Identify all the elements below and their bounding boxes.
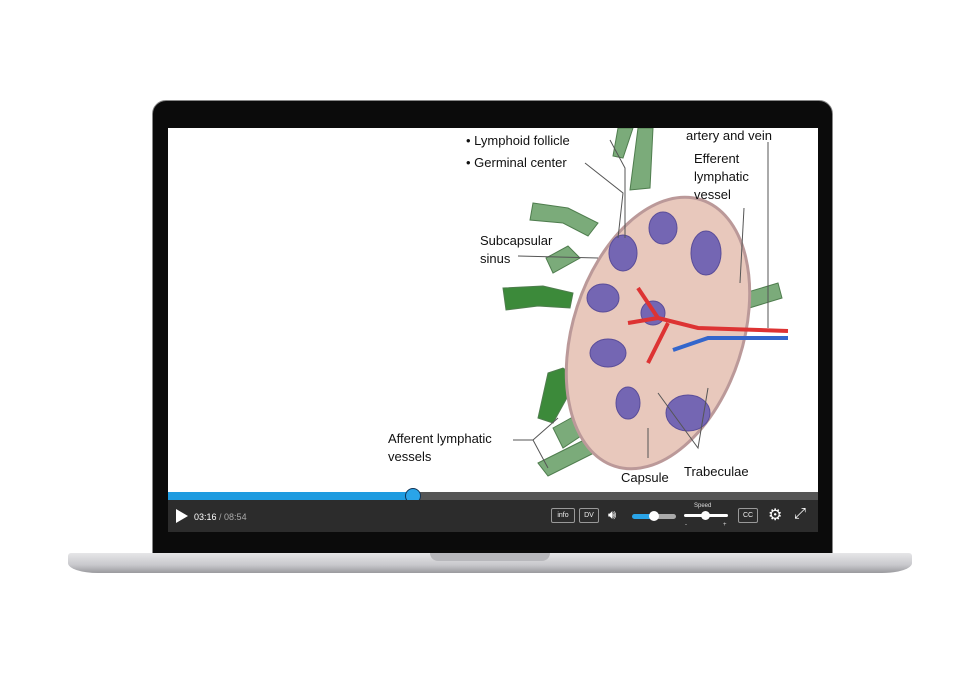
- label-subcapsular-1: Subcapsular: [480, 233, 553, 248]
- follicles: [586, 211, 722, 432]
- label-afferent-1: Afferent lymphatic: [388, 431, 492, 446]
- label-trabeculae: Trabeculae: [684, 464, 749, 479]
- speed-plus: +: [723, 522, 727, 528]
- gear-icon[interactable]: ⚙: [768, 507, 783, 524]
- speed-minus: -: [685, 522, 687, 528]
- seek-bar-played: [168, 492, 413, 500]
- label-efferent-3: vessel: [694, 187, 731, 202]
- laptop-notch: [430, 553, 550, 561]
- blood-vessels: [627, 286, 789, 364]
- seek-bar[interactable]: [168, 488, 818, 504]
- time-display: 03:16 / 08:54: [194, 512, 247, 522]
- label-subcapsular-2: sinus: [480, 251, 511, 266]
- label-artery-vein: artery and vein: [686, 128, 772, 143]
- leader-lines: [513, 139, 769, 469]
- volume-handle[interactable]: [649, 511, 659, 521]
- laptop-base: [68, 553, 912, 573]
- label-afferent-2: vessels: [388, 449, 432, 464]
- cc-button[interactable]: CC: [738, 508, 758, 523]
- current-time: 03:16: [194, 512, 217, 522]
- label-lymphoid-follicle: • Lymphoid follicle: [466, 133, 570, 148]
- speed-handle[interactable]: [701, 511, 710, 520]
- speed-label: Speed: [694, 503, 712, 509]
- fullscreen-icon[interactable]: ⤢: [794, 505, 807, 522]
- video-player: • Lymphoid follicle • Germinal center ar…: [168, 128, 818, 532]
- dv-button[interactable]: DV: [579, 508, 599, 523]
- play-icon[interactable]: [176, 509, 188, 523]
- label-capsule: Capsule: [621, 470, 669, 485]
- control-bar: 03:16 / 08:54 info DV 🔊︎ Speed - + CC ⚙ …: [168, 500, 818, 532]
- label-efferent-1: Efferent: [694, 151, 740, 166]
- info-button[interactable]: info: [551, 508, 575, 523]
- duration: 08:54: [224, 512, 247, 522]
- volume-icon[interactable]: 🔊︎: [608, 507, 617, 522]
- video-frame-lymph-node-diagram[interactable]: • Lymphoid follicle • Germinal center ar…: [168, 128, 818, 490]
- label-efferent-2: lymphatic: [694, 169, 749, 184]
- time-separator: /: [216, 512, 225, 522]
- label-germinal-center: • Germinal center: [466, 155, 567, 170]
